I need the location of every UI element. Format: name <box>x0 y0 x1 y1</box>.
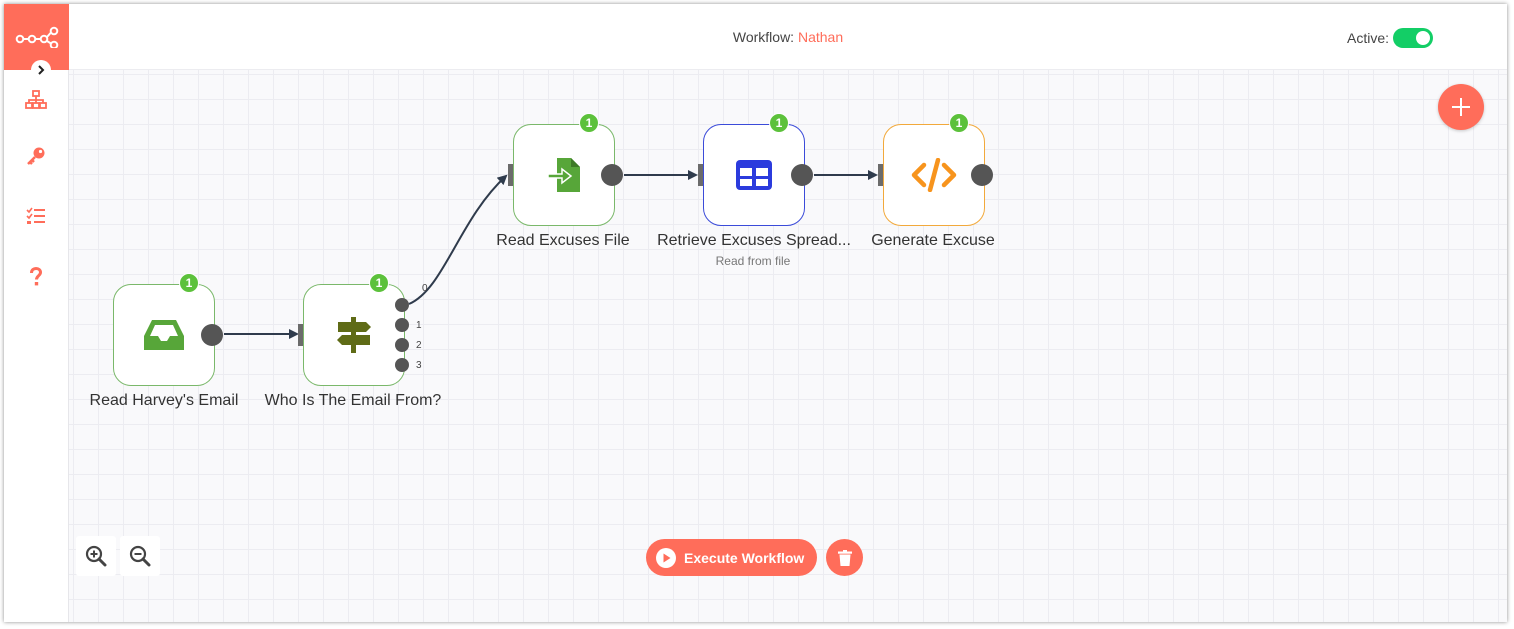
sidebar-expand-button[interactable] <box>31 60 51 80</box>
zoom-out-icon <box>129 545 151 567</box>
output-index-2: 2 <box>416 340 422 351</box>
output-port-2[interactable] <box>395 338 409 352</box>
output-port[interactable] <box>971 164 993 186</box>
input-port[interactable] <box>298 324 307 346</box>
node-label: Read Excuses File <box>496 232 630 249</box>
node-status-badge: 1 <box>579 113 599 133</box>
zoom-in-icon <box>85 545 107 567</box>
output-port-1[interactable] <box>395 318 409 332</box>
output-index-3: 3 <box>416 360 422 371</box>
active-label: Active: <box>1346 30 1389 46</box>
node-retrieve-excuses-spreadsheet[interactable] <box>703 124 805 226</box>
sidebar-item-executions[interactable] <box>24 204 48 228</box>
logo-icon <box>15 26 58 48</box>
sidebar <box>4 4 69 622</box>
key-icon <box>27 147 45 165</box>
node-status-badge: 1 <box>179 273 199 293</box>
node-label: Generate Excuse <box>871 232 995 249</box>
chevron-right-icon <box>38 65 45 75</box>
n8n-logo[interactable] <box>4 4 69 70</box>
sidebar-item-help[interactable] <box>24 265 48 289</box>
network-icon <box>25 90 47 109</box>
node-read-excuses-file[interactable] <box>513 124 615 226</box>
node-label: Read Harvey's Email <box>89 392 239 409</box>
execute-workflow-label: Execute Workflow <box>684 549 805 566</box>
node-status-badge: 1 <box>769 113 789 133</box>
signpost-icon <box>337 317 371 353</box>
inbox-icon <box>144 320 184 350</box>
sidebar-item-workflows[interactable] <box>24 88 48 112</box>
code-icon <box>911 158 957 192</box>
node-read-harveys-email[interactable] <box>113 284 215 386</box>
active-control: Active: <box>1347 28 1433 48</box>
node-status-badge: 1 <box>369 273 389 293</box>
output-index-0: 0 <box>422 283 428 294</box>
node-subtitle: Read from file <box>715 254 791 268</box>
tasks-list-icon <box>26 207 45 224</box>
zoom-out-button[interactable] <box>120 536 160 576</box>
play-circle-icon <box>656 547 676 568</box>
active-toggle[interactable] <box>1393 28 1433 48</box>
trash-icon <box>837 549 852 566</box>
output-port-0[interactable] <box>395 298 409 312</box>
input-port[interactable] <box>698 164 707 186</box>
node-status-badge: 1 <box>949 113 969 133</box>
table-icon <box>736 160 772 190</box>
node-generate-excuse[interactable] <box>883 124 985 226</box>
workflow-title-prefix: Workflow: <box>732 29 795 45</box>
zoom-in-button[interactable] <box>76 536 116 576</box>
file-import-icon <box>547 158 580 192</box>
workflow-name[interactable]: Nathan <box>797 29 844 45</box>
top-header: Workflow: Nathan Active: <box>69 4 1507 70</box>
execute-workflow-button[interactable]: Execute Workflow <box>646 539 817 576</box>
plus-icon <box>1452 98 1470 116</box>
node-label: Retrieve Excuses Spread... <box>657 232 851 249</box>
question-icon <box>30 267 43 286</box>
workflow-title: Workflow: Nathan <box>69 29 1507 45</box>
output-port-3[interactable] <box>395 358 409 372</box>
add-node-button[interactable] <box>1438 84 1484 130</box>
sidebar-item-credentials[interactable] <box>24 144 48 168</box>
output-index-1: 1 <box>416 320 422 331</box>
node-who-is-the-email-from[interactable] <box>303 284 405 386</box>
app-window: Workflow: Nathan Active: 1 Read Harvey's… <box>4 4 1507 622</box>
output-port[interactable] <box>201 324 223 346</box>
delete-execution-button[interactable] <box>826 539 863 576</box>
output-port[interactable] <box>791 164 813 186</box>
input-port[interactable] <box>508 164 517 186</box>
input-port[interactable] <box>878 164 887 186</box>
output-port[interactable] <box>601 164 623 186</box>
node-label: Who Is The Email From? <box>264 392 442 409</box>
